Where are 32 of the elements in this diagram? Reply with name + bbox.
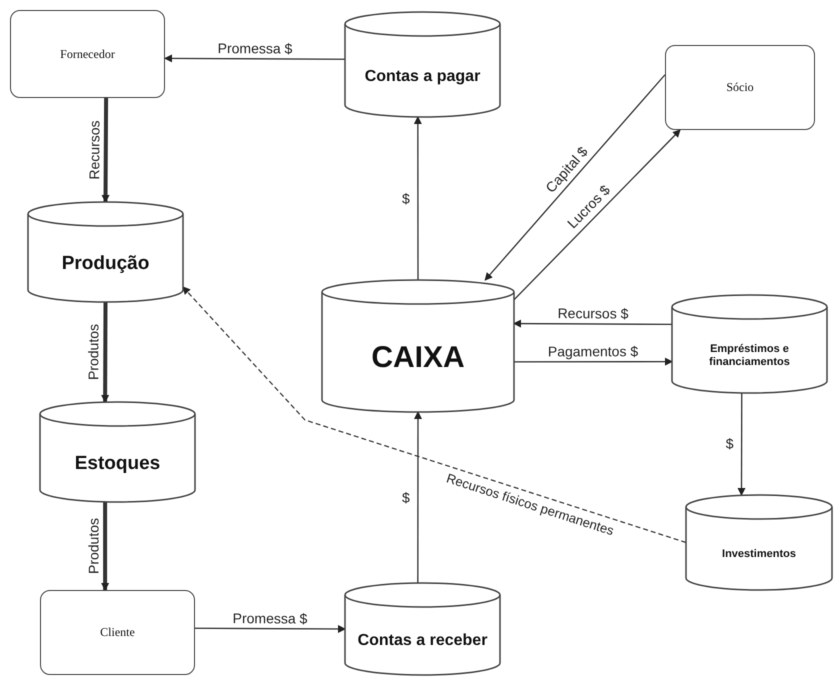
arrow bbox=[514, 358, 673, 366]
edge-label: Recursos $ bbox=[556, 306, 630, 322]
node-label: Estoques bbox=[74, 452, 162, 476]
rounded-box bbox=[40, 590, 195, 675]
arrow bbox=[484, 74, 666, 281]
rounded-box bbox=[665, 45, 815, 130]
node-label: Investimentos bbox=[721, 548, 797, 562]
arrow bbox=[101, 302, 110, 403]
edge-label: $ bbox=[400, 490, 412, 506]
node-label: Empréstimos e financiamentos bbox=[708, 342, 791, 370]
node-label: CAIXA bbox=[370, 340, 466, 376]
arrow bbox=[182, 286, 686, 544]
node-label: Fornecedor bbox=[59, 46, 116, 62]
node-label: Cliente bbox=[99, 625, 136, 640]
node-label: Produção bbox=[60, 252, 150, 276]
arrow bbox=[414, 411, 422, 583]
edge-label: $ bbox=[400, 190, 412, 206]
arrow bbox=[738, 393, 746, 496]
node-label: Sócio bbox=[725, 80, 755, 95]
arrow bbox=[164, 54, 345, 62]
node-label: Contas a pagar bbox=[364, 66, 482, 86]
rounded-box bbox=[10, 10, 165, 98]
arrow bbox=[195, 624, 346, 633]
edge-label: $ bbox=[724, 436, 736, 452]
arrow bbox=[514, 129, 681, 300]
arrow bbox=[102, 98, 110, 203]
arrow bbox=[101, 502, 110, 591]
node-label: Contas a receber bbox=[356, 631, 488, 651]
arrow bbox=[414, 116, 422, 280]
arrow bbox=[513, 320, 672, 328]
edge-label: Promessa $ bbox=[230, 610, 310, 627]
edge-label: Promessa $ bbox=[216, 40, 294, 57]
